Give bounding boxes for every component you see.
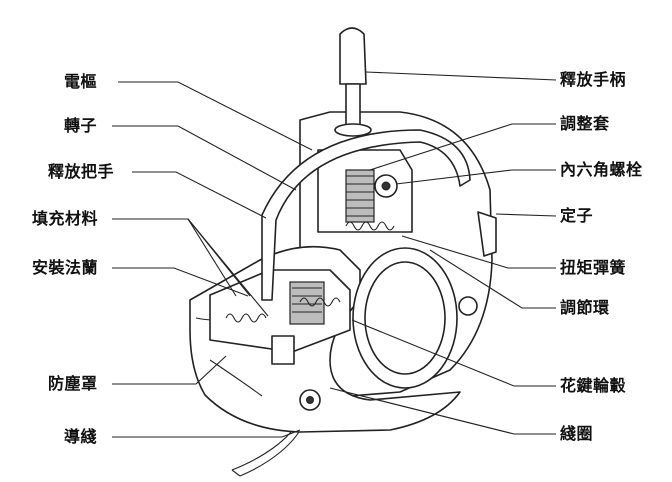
label-dust-cover: 防塵罩 [48,374,98,393]
torque-spring-coils [225,221,395,323]
label-torque-spring: 扭矩彈簧 [560,258,627,277]
label-rotor: 轉子 [64,116,98,135]
label-lead-wire: 導綫 [64,427,98,446]
release-handle [334,27,372,137]
label-electrode: 電樞 [64,72,98,91]
leader-lines-left [112,81,313,438]
label-release-lever: 釋放把手 [48,162,115,181]
label-release-handle: 釋放手柄 [560,70,627,89]
label-stator: 定子 [560,206,594,225]
label-mount-flange: 安裝法蘭 [32,258,99,277]
release-lever-arc [261,129,471,301]
label-adjust-ring: 調節環 [560,298,610,317]
label-spline-hub: 花鍵輪轂 [560,376,627,395]
leader-lines-right [329,71,557,435]
cutaway-section [209,149,413,353]
label-coil: 綫圈 [560,424,594,443]
label-adjust-sleeve: 調整套 [560,114,610,133]
hex-bolts [271,174,478,411]
label-filler: 填充材料 [32,209,99,228]
label-hex-bolt: 內六角螺栓 [560,160,643,179]
